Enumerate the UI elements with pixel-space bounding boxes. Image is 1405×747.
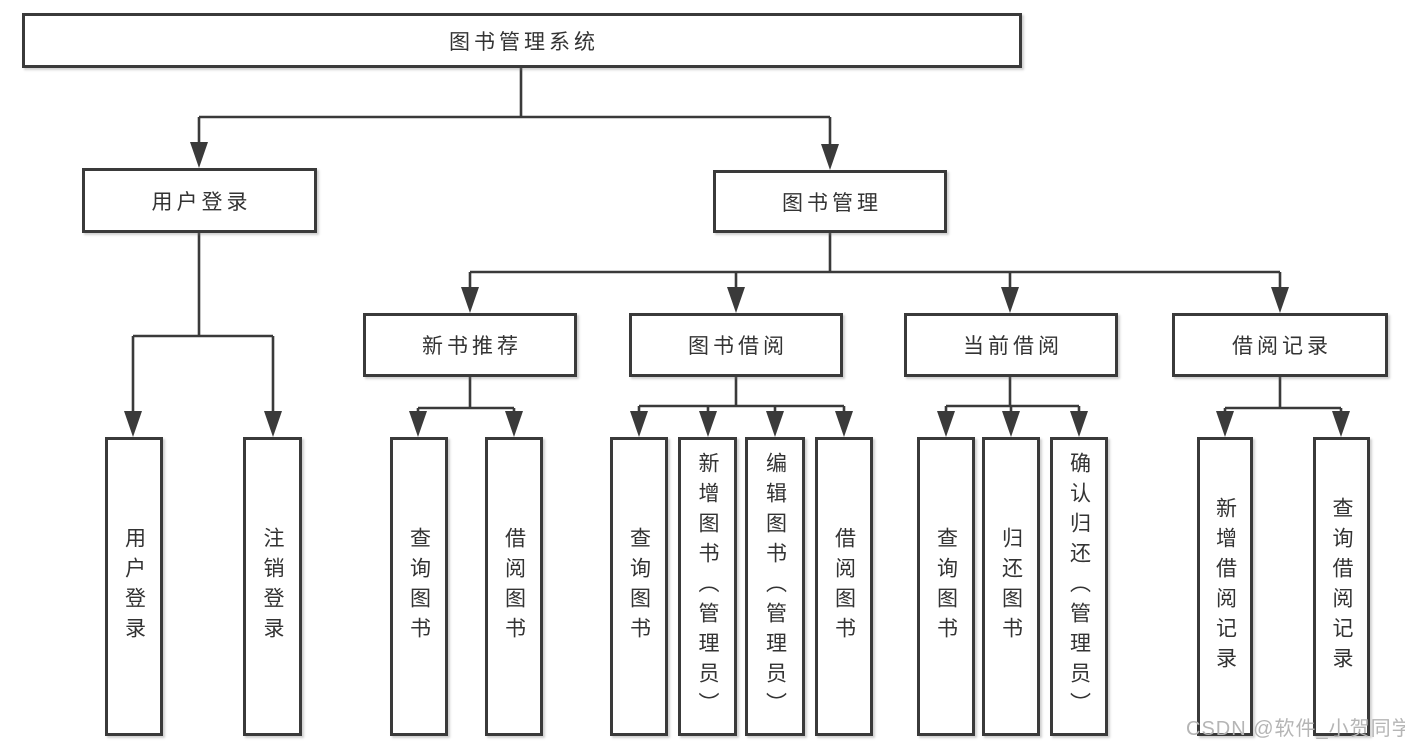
leaf-borrow-books-newbook: 借阅图书 — [485, 437, 543, 736]
leaf-add-book-admin: 新增图书（管理员） — [678, 437, 737, 736]
leaf-confirm-return-admin: 确认归还（管理员） — [1050, 437, 1108, 736]
node-book-borrow: 图书借阅 — [629, 313, 843, 377]
leaf-logout-label: 注销登录 — [261, 526, 284, 647]
node-current-borrow: 当前借阅 — [904, 313, 1118, 377]
leaf-add-borrow-record: 新增借阅记录 — [1197, 437, 1253, 736]
leaf-borrow-books-newbook-label: 借阅图书 — [502, 526, 526, 647]
leaf-query-books-borrow-label: 查询图书 — [627, 526, 651, 647]
node-book-management: 图书管理 — [713, 170, 947, 233]
leaf-add-borrow-record-label: 新增借阅记录 — [1213, 496, 1237, 677]
leaf-query-borrow-record-label: 查询借阅记录 — [1330, 496, 1353, 677]
leaf-query-books-current-label: 查询图书 — [934, 526, 958, 647]
leaf-return-book-label: 归还图书 — [999, 526, 1023, 647]
leaf-user-login: 用户登录 — [105, 437, 163, 736]
leaf-borrow-books-borrow: 借阅图书 — [815, 437, 873, 736]
node-new-book-recommend: 新书推荐 — [363, 313, 577, 377]
leaf-query-books-current: 查询图书 — [917, 437, 975, 736]
leaf-query-books-newbook: 查询图书 — [390, 437, 448, 736]
node-user-login: 用户登录 — [82, 168, 317, 233]
csdn-watermark: CSDN @软件_小贺同学 — [1186, 718, 1405, 740]
leaf-user-login-label: 用户登录 — [122, 526, 146, 647]
leaf-query-borrow-record: 查询借阅记录 — [1313, 437, 1370, 736]
leaf-edit-book-admin: 编辑图书（管理员） — [745, 437, 805, 736]
leaf-logout: 注销登录 — [243, 437, 302, 736]
leaf-add-book-admin-label: 新增图书（管理员） — [696, 451, 719, 722]
leaf-query-books-borrow: 查询图书 — [610, 437, 668, 736]
leaf-edit-book-admin-label: 编辑图书（管理员） — [763, 451, 787, 722]
leaf-return-book: 归还图书 — [982, 437, 1040, 736]
leaf-query-books-newbook-label: 查询图书 — [407, 526, 431, 647]
leaf-confirm-return-admin-label: 确认归还（管理员） — [1067, 451, 1091, 722]
leaf-borrow-books-borrow-label: 借阅图书 — [832, 526, 856, 647]
node-root-system: 图书管理系统 — [22, 13, 1022, 68]
node-borrow-record: 借阅记录 — [1172, 313, 1388, 377]
